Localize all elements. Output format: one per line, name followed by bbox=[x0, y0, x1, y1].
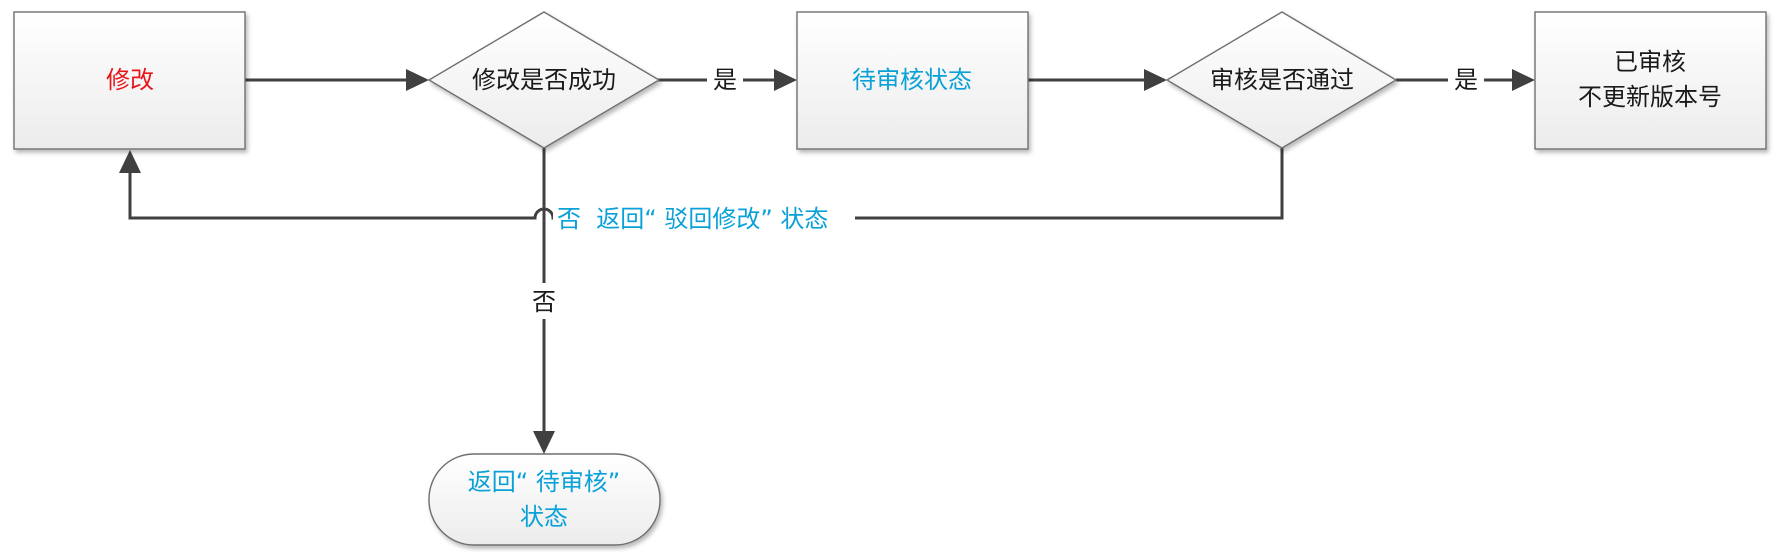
node-modify-label: 修改 bbox=[106, 66, 154, 94]
node-pending-review: 待审核状态 bbox=[796, 11, 1029, 150]
label-bg bbox=[1448, 62, 1484, 98]
node-modify-success-decision: 修改是否成功 bbox=[427, 11, 661, 149]
label-bg bbox=[553, 200, 855, 236]
process-box bbox=[1534, 11, 1767, 150]
node-modify-success-label: 修改是否成功 bbox=[472, 66, 616, 94]
edge-label-review-yes: 是 bbox=[1454, 66, 1478, 94]
edge-label-modify-fail-no: 否 bbox=[532, 288, 556, 316]
arrowhead-icon bbox=[119, 150, 141, 173]
arrowhead-icon bbox=[406, 69, 429, 91]
decision-diamond bbox=[1165, 11, 1398, 149]
arrowhead-icon bbox=[1512, 69, 1535, 91]
label-bg bbox=[707, 62, 743, 98]
process-box bbox=[796, 11, 1029, 150]
process-box bbox=[13, 11, 246, 150]
node-reviewed: 已审核 不更新版本号 bbox=[1534, 11, 1767, 150]
edge-label-success-yes: 是 bbox=[713, 66, 737, 94]
node-reviewed-line2: 不更新版本号 bbox=[1578, 83, 1722, 111]
node-pending-review-label: 待审核状态 bbox=[852, 66, 972, 94]
node-return-pending-line1: 返回“ 待审核” bbox=[468, 468, 621, 496]
node-modify: 修改 bbox=[13, 11, 246, 150]
label-bg bbox=[526, 283, 562, 319]
node-return-pending-line2: 状态 bbox=[520, 503, 568, 531]
edge-label-review-reject: 否 返回“ 驳回修改” 状态 bbox=[557, 205, 828, 233]
node-return-pending: 返回“ 待审核” 状态 bbox=[428, 453, 661, 546]
node-reviewed-line1: 已审核 bbox=[1614, 48, 1686, 76]
terminator-shape bbox=[428, 453, 661, 546]
node-review-passed-decision: 审核是否通过 bbox=[1165, 11, 1398, 149]
node-review-passed-label: 审核是否通过 bbox=[1210, 66, 1354, 94]
arrowhead-icon bbox=[1144, 69, 1167, 91]
arrowhead-icon bbox=[533, 431, 555, 454]
arrowhead-icon bbox=[774, 69, 797, 91]
decision-diamond bbox=[427, 11, 661, 149]
